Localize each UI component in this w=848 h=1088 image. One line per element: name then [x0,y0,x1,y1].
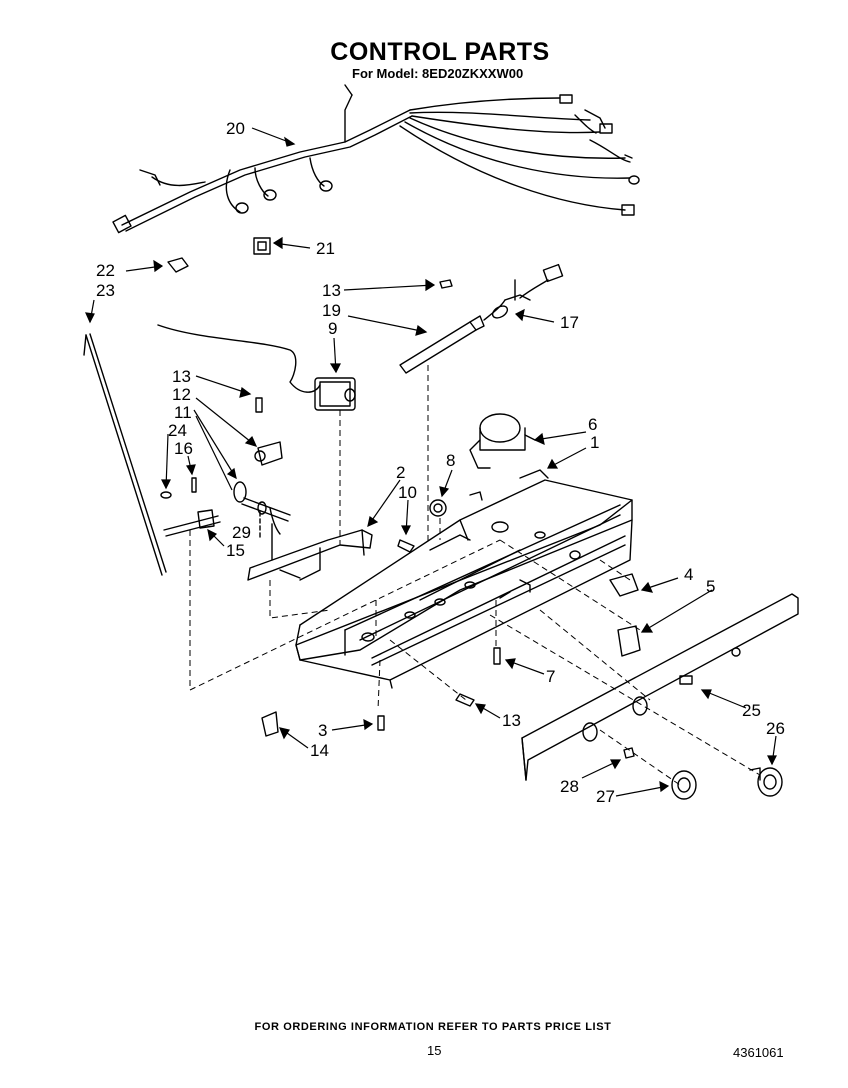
callout-label: 9 [328,319,337,338]
callout-label: 25 [742,701,761,720]
callout-label: 11 [174,403,192,422]
wire-harness [112,84,640,234]
callout-label: 13 [322,281,341,300]
callout-label: 26 [766,719,785,738]
clip-part [253,237,271,255]
callout-label: 8 [446,451,455,470]
callout-label: 3 [318,721,327,740]
callout-label: 29 [232,523,251,542]
document-number: 4361061 [733,1045,784,1060]
callout-label: 28 [560,777,579,796]
callout-label: 15 [226,541,245,560]
model-subtitle: For Model: 8ED20ZKXXW00 [352,66,524,81]
page-number: 15 [427,1043,442,1058]
callout-labels: 20 21 22 23 13 19 17 9 13 12 11 24 16 6 … [96,119,785,806]
callout-label: 19 [322,301,341,320]
callout-label: 24 [168,421,187,440]
callout-label: 12 [172,385,191,404]
callout-label: 13 [172,367,191,386]
callout-label: 23 [96,281,115,300]
page-title: CONTROL PARTS [330,38,550,66]
callout-label: 10 [398,483,417,502]
callout-label: 1 [590,433,599,452]
callout-label: 7 [546,667,555,686]
callout-label: 4 [684,565,693,584]
callout-label: 13 [502,711,521,730]
callout-label: 17 [560,313,579,332]
callout-label: 6 [588,415,597,434]
callout-label: 14 [310,741,329,760]
callout-label: 20 [226,119,245,138]
callout-label: 27 [596,787,615,806]
callout-label: 2 [396,463,405,482]
callout-label: 5 [706,577,715,596]
callout-label: 21 [316,239,335,258]
ordering-info-footer: FOR ORDERING INFORMATION REFER TO PARTS … [254,1021,612,1033]
callout-label: 22 [96,261,115,280]
callout-label: 16 [174,439,193,458]
